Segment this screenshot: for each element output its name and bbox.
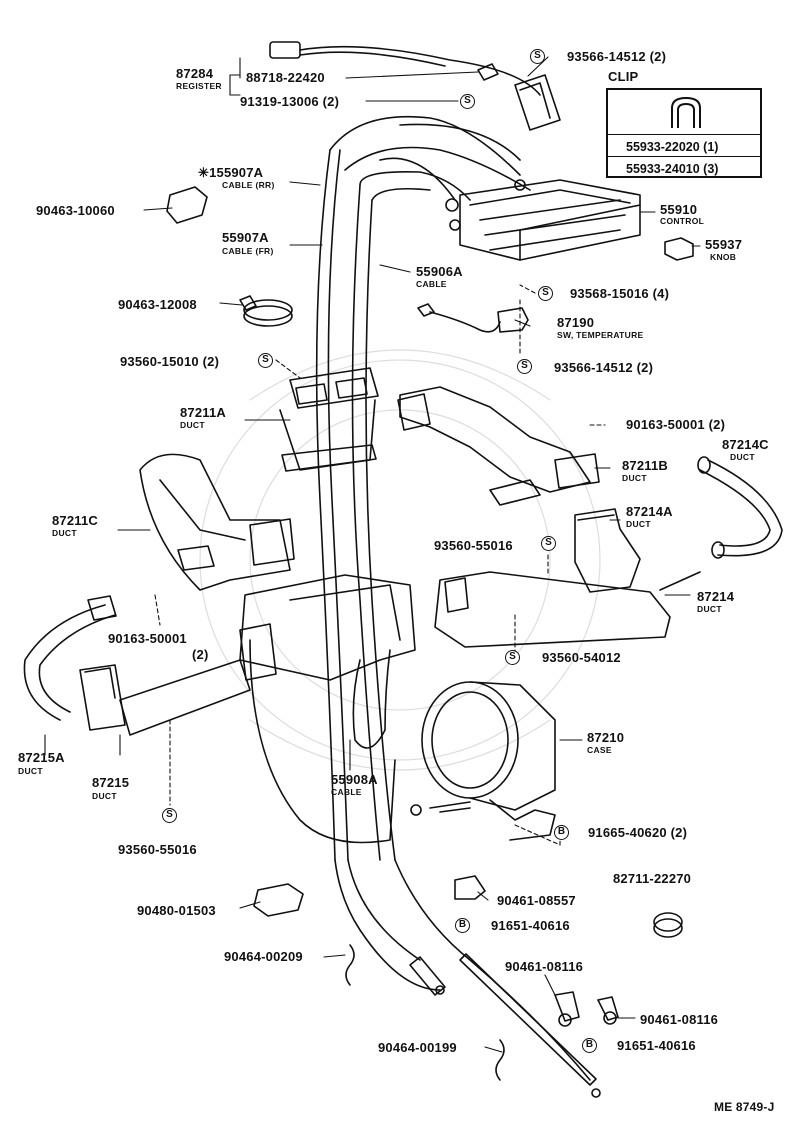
part-87214-desc: DUCT [697,604,722,614]
part-87284-desc: REGISTER [176,81,222,91]
bolt-symbol: B [582,1038,597,1053]
heater-unit [239,574,416,844]
part-87211a-desc: DUCT [180,420,205,430]
part-90464-00199: 90464-00199 [378,1040,457,1055]
screw-symbol: S [530,49,545,64]
duct-87214c [697,456,783,559]
part-55908a: 55908A [331,772,378,787]
bolt-symbol: B [455,918,470,933]
part-90461-08116-a: 90461-08116 [505,959,584,974]
part-87211b: 87211B [622,458,669,473]
part-87215-desc: DUCT [92,791,117,801]
part-87190: 87190 [557,315,595,330]
control-cables [315,115,597,1086]
part-87214c-desc: DUCT [730,452,755,462]
part-55910: 55910 [660,202,698,217]
part-87215: 87215 [92,775,130,790]
duct-87215 [79,623,277,736]
clamp-12008 [239,295,293,327]
part-55937-desc: KNOB [710,252,737,262]
part-55907a-desc: CABLE (FR) [222,246,274,256]
part-82711-22270: 82711-22270 [613,871,692,886]
register-assembly [269,41,561,131]
hardware [253,875,683,1098]
screw-symbol: S [541,536,556,551]
duct-87211c [139,453,295,591]
part-90461-08557: 90461-08557 [497,893,576,908]
part-91651-40616-b: 91651-40616 [617,1038,696,1053]
clip-title: CLIP [608,69,639,84]
screw-symbol: S [517,359,532,374]
clip-row: 55933-24010 (3) [608,156,760,179]
screw-symbol: S [538,286,553,301]
part-93568-15016: 93568-15016 (4) [570,286,670,301]
part-87210-desc: CASE [587,745,612,755]
part-87214: 87214 [697,589,735,604]
part-88718-22420: 88718-22420 [246,70,325,85]
part-155907a-desc: CABLE (RR) [222,180,275,190]
screw-symbol: S [162,808,177,823]
part-90463-10060: 90463-10060 [36,203,115,218]
clip-row: 55933-22020 (1) [608,134,760,157]
duct-87214a [574,508,641,593]
part-87190-desc: SW, TEMPERATURE [557,330,644,340]
part-90463-12008: 90463-12008 [118,297,197,312]
part-87215a-desc: DUCT [18,766,43,776]
part-55907a: 55907A [222,230,269,245]
part-90464-00209: 90464-00209 [224,949,303,964]
clip-table: 55933-22020 (1) 55933-24010 (3) [606,88,762,178]
part-90163-50001-b-qty: (2) [192,647,209,662]
clip-row-label: 55933-22020 (1) [626,140,719,154]
part-87215a: 87215A [18,750,65,765]
part-87211c: 87211C [52,513,99,528]
clip-icon [671,96,701,128]
part-87214a: 87214A [626,504,673,519]
part-87214c: 87214C [722,437,769,452]
part-91319-13006: 91319-13006 (2) [240,94,340,109]
part-55937: 55937 [705,237,743,252]
part-55910-desc: CONTROL [660,216,705,226]
duct-87214 [434,571,701,648]
screw-symbol: S [460,94,475,109]
case-87210 [410,681,556,841]
part-87211c-desc: DUCT [52,528,77,538]
part-55908a-desc: CABLE [331,787,362,797]
clip-10060 [166,186,208,224]
part-90163-50001-b: 90163-50001 [108,631,187,646]
part-93560-15010: 93560-15010 (2) [120,354,220,369]
part-55906a: 55906A [416,264,463,279]
part-55906a-desc: CABLE [416,279,447,289]
duct-87215a [23,595,117,721]
part-90461-08116-b: 90461-08116 [640,1012,719,1027]
part-90480-01503: 90480-01503 [137,903,216,918]
screw-symbol: S [258,353,273,368]
part-90163-50001-a: 90163-50001 (2) [626,417,726,432]
part-93560-55016-a: 93560-55016 [434,538,513,553]
part-87214a-desc: DUCT [626,519,651,529]
duct-87211b [397,386,600,506]
part-91651-40616-a: 91651-40616 [491,918,570,933]
part-87211b-desc: DUCT [622,473,647,483]
part-93566-14512-b: 93566-14512 (2) [554,360,654,375]
part-87284: 87284 [176,66,214,81]
part-93560-54012: 93560-54012 [542,650,621,665]
control-unit [445,179,641,261]
drawing-number: ME 8749-J [714,1100,775,1114]
duct-87211a [279,367,379,472]
part-93560-55016-b: 93560-55016 [118,842,197,857]
screw-symbol: S [505,650,520,665]
bolt-symbol: B [554,825,569,840]
part-155907a: ✳155907A [198,165,264,180]
part-91665-40620: 91665-40620 (2) [588,825,688,840]
temperature-switch [417,303,529,333]
part-93566-14512-a: 93566-14512 (2) [567,49,667,64]
knob-shape [664,237,694,261]
part-87210: 87210 [587,730,625,745]
part-87211a: 87211A [180,405,227,420]
clip-row-label: 55933-24010 (3) [626,162,719,176]
